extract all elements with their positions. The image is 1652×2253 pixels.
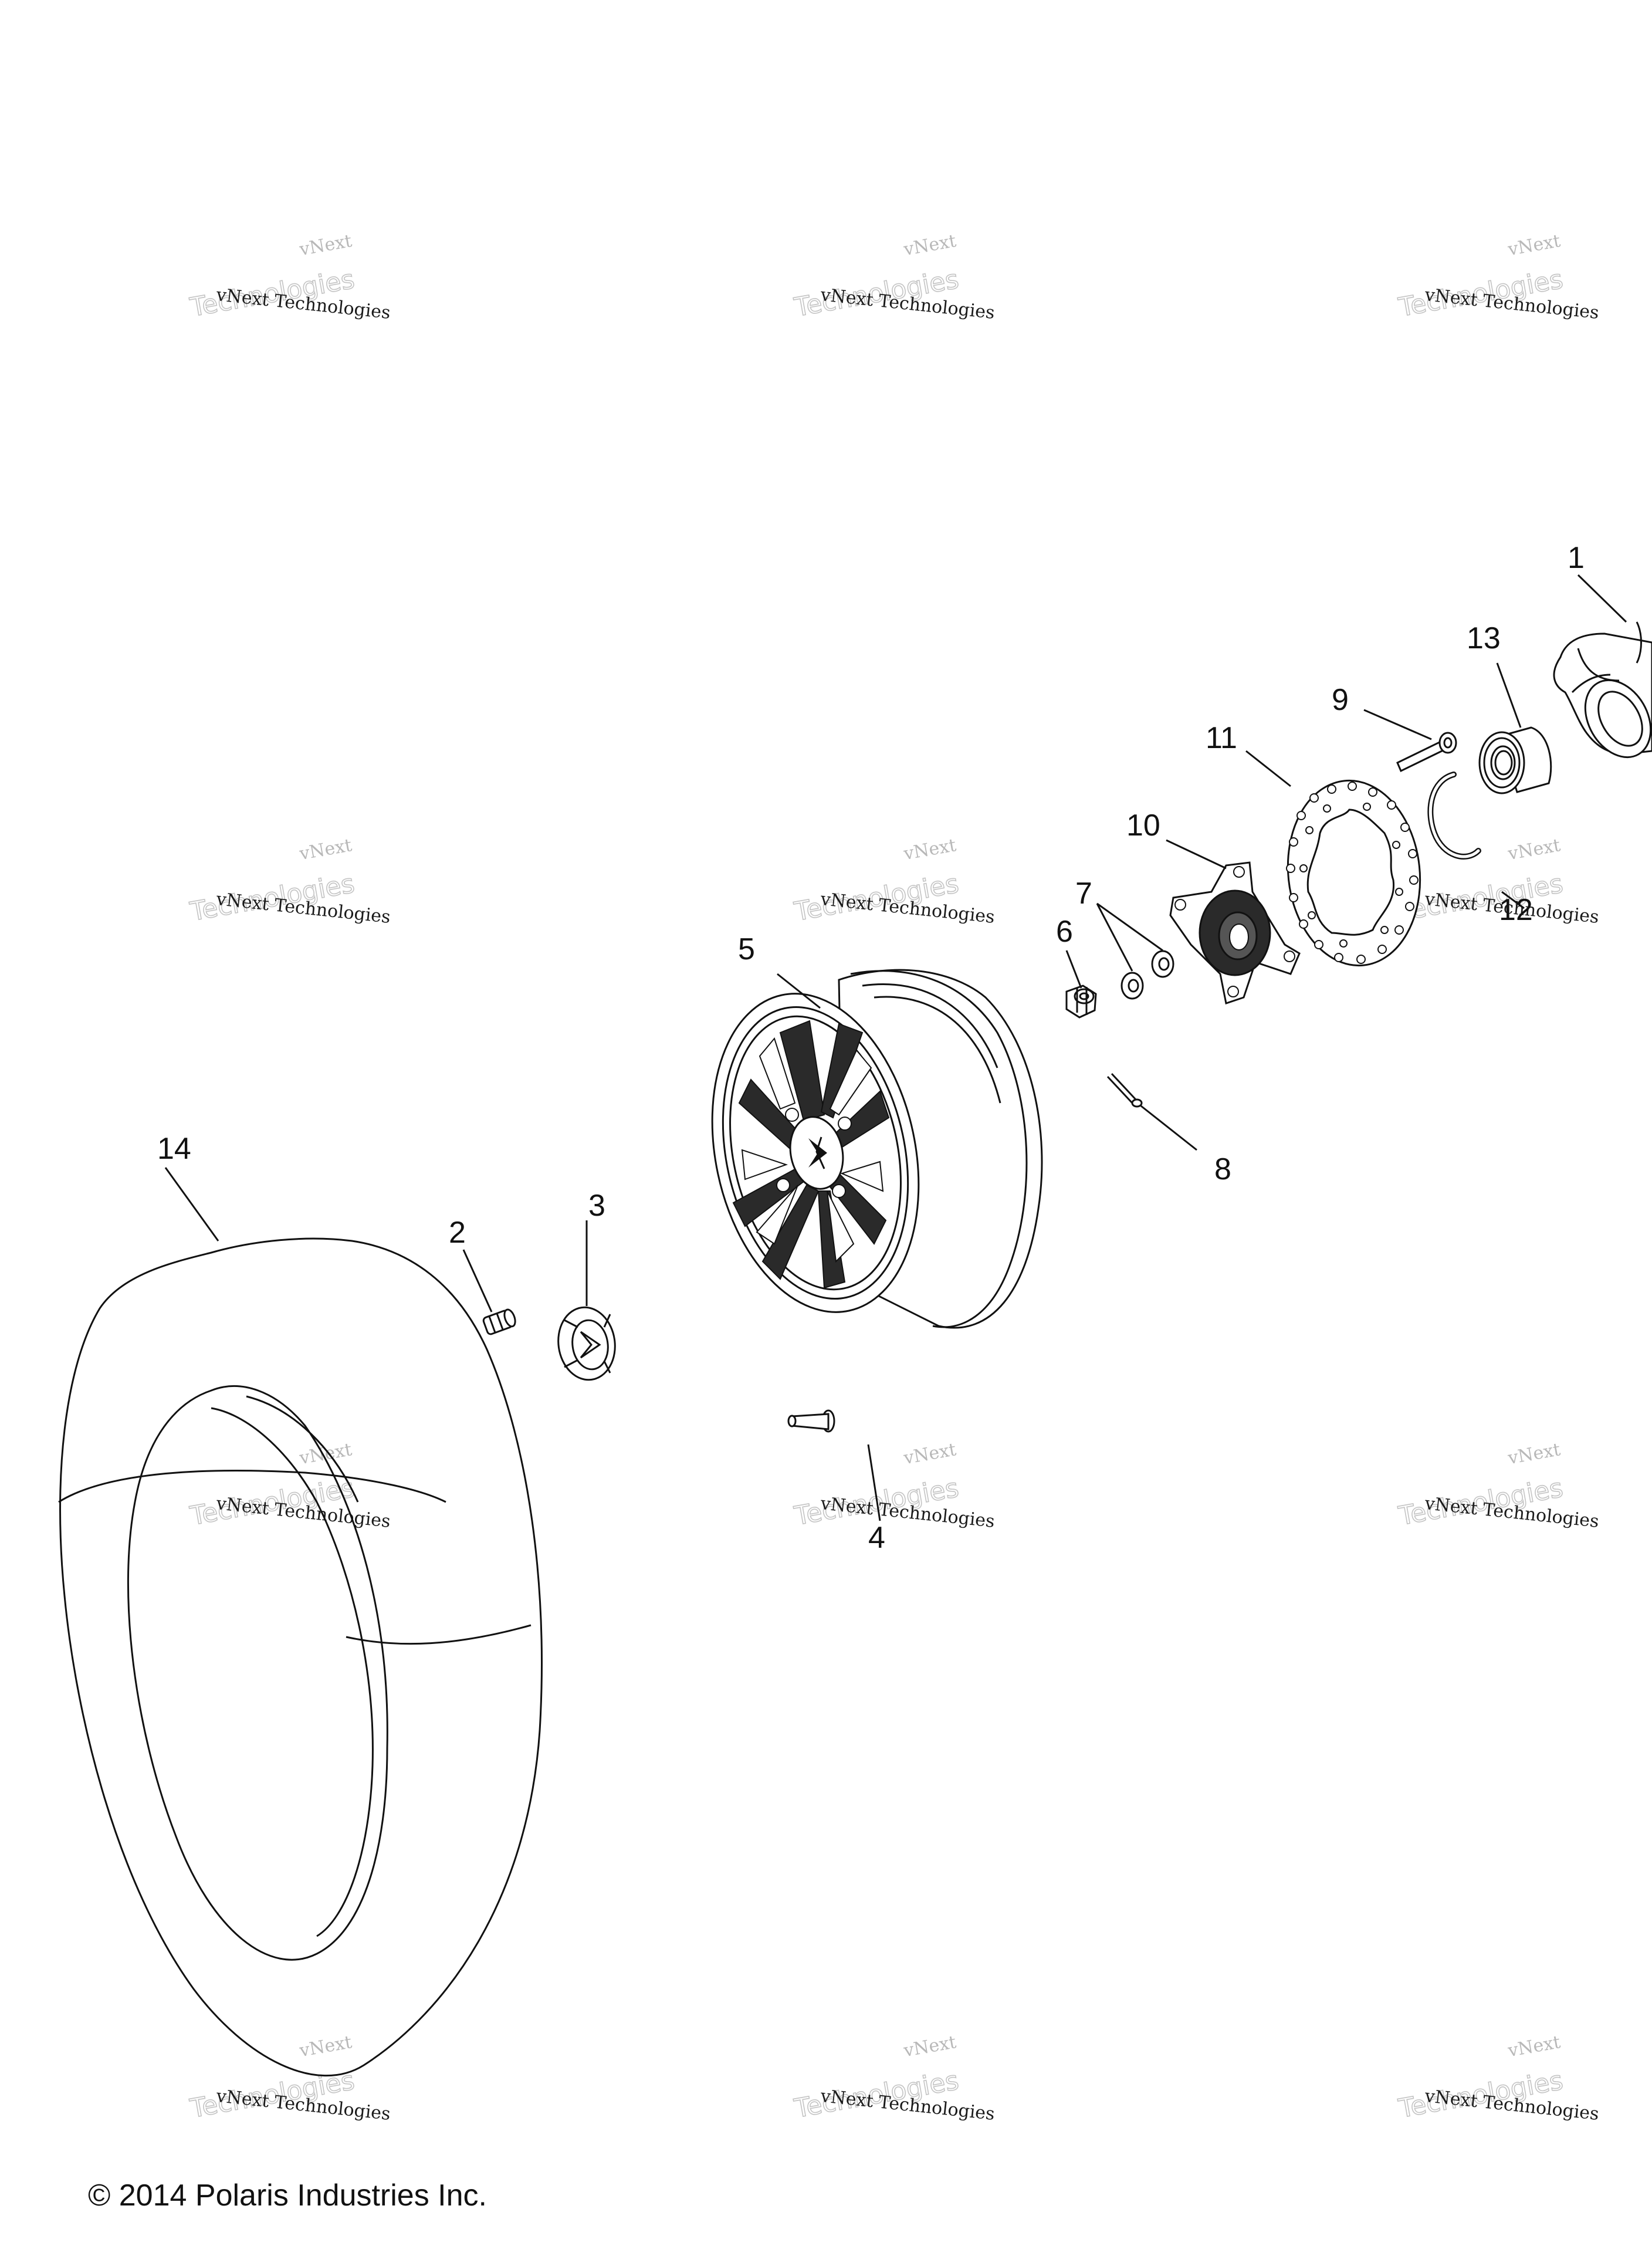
hub-part-10 — [1169, 861, 1301, 1004]
valve-stem-part-4 — [787, 1409, 835, 1433]
svg-text:vNext: vNext — [902, 2032, 958, 2061]
svg-text:vNext: vNext — [297, 231, 354, 260]
callout-1: 1 — [1568, 541, 1585, 575]
svg-text:vNext: vNext — [1506, 231, 1562, 260]
brake-disc-part-11 — [1286, 779, 1421, 967]
callout-8: 8 — [1214, 1152, 1231, 1186]
svg-text:vNext: vNext — [297, 1439, 354, 1469]
callout-13: 13 — [1467, 621, 1501, 655]
snap-ring-part-12 — [1427, 772, 1481, 860]
callout-11: 11 — [1206, 721, 1237, 755]
copyright-notice: © 2014 Polaris Industries Inc. — [88, 2178, 487, 2213]
tire-part-14 — [58, 1237, 543, 2077]
callout-2: 2 — [449, 1216, 466, 1250]
callout-3: 3 — [588, 1189, 605, 1223]
svg-text:vNext: vNext — [902, 835, 958, 864]
callout-4: 4 — [868, 1521, 885, 1555]
cotter-pin-part-8 — [1106, 1073, 1143, 1108]
castle-nut-part-6 — [1065, 985, 1097, 1019]
callout-14: 14 — [157, 1132, 191, 1166]
callout-10: 10 — [1126, 808, 1160, 843]
callout-12: 12 — [1499, 893, 1533, 927]
center-cap-part-3 — [557, 1306, 616, 1381]
svg-text:vNext: vNext — [902, 231, 958, 260]
svg-text:vNext: vNext — [1506, 835, 1562, 864]
callout-9: 9 — [1332, 683, 1349, 717]
washers-part-7 — [1120, 950, 1174, 1000]
knuckle-part-1 — [1553, 621, 1652, 759]
svg-text:vNext: vNext — [297, 835, 354, 864]
leader-lines — [164, 574, 1627, 1521]
bearing-part-13 — [1478, 726, 1552, 794]
callout-6: 6 — [1056, 915, 1073, 949]
valve-cap-part-2 — [482, 1308, 516, 1335]
callout-5: 5 — [738, 932, 755, 966]
stud-bolt-part-9 — [1396, 732, 1457, 773]
wheel-rim-part-5 — [711, 969, 1043, 1329]
svg-text:vNext: vNext — [297, 2032, 354, 2061]
callout-labels: 1 2 3 4 5 6 7 8 9 10 11 12 13 14 — [157, 541, 1585, 1555]
svg-text:vNext: vNext — [1506, 2032, 1562, 2061]
callout-7: 7 — [1075, 877, 1092, 911]
svg-text:vNext: vNext — [1506, 1439, 1562, 1469]
svg-text:vNext: vNext — [902, 1439, 958, 1469]
